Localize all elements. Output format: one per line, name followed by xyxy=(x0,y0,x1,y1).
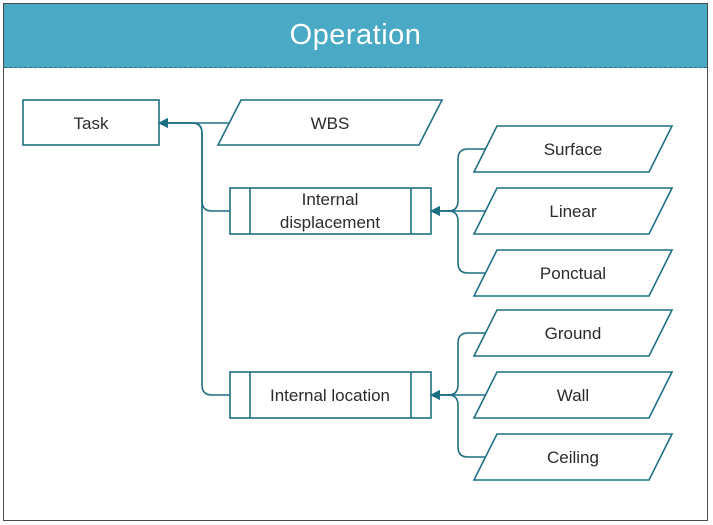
internal-location-label: Internal location xyxy=(270,386,390,405)
ceiling-label: Ceiling xyxy=(547,448,599,467)
ground-shape xyxy=(472,309,674,357)
wall-shape xyxy=(472,371,674,419)
wbs-label: WBS xyxy=(311,114,350,133)
ponctual-shape xyxy=(472,249,674,297)
linear-label: Linear xyxy=(549,202,597,221)
linear-shape xyxy=(472,187,674,235)
connector-displacement-task xyxy=(158,118,230,212)
ponctual-label: Ponctual xyxy=(540,264,606,283)
internal-displacement-box xyxy=(229,187,432,235)
page-title: Operation xyxy=(289,19,422,51)
ground-label: Ground xyxy=(545,324,602,343)
task-label: Task xyxy=(74,114,109,133)
task-box xyxy=(22,99,160,146)
connector-ponctual-displacement xyxy=(430,206,488,274)
connector-surface-displacement xyxy=(430,148,488,216)
wall-label: Wall xyxy=(557,386,589,405)
wbs-shape xyxy=(216,99,444,146)
surface-shape xyxy=(472,125,674,173)
ceiling-shape xyxy=(472,433,674,481)
connector-location-task xyxy=(158,118,230,396)
internal-displacement-label-line1: Internal xyxy=(302,190,359,209)
surface-label: Surface xyxy=(544,140,603,159)
connector-ground-location xyxy=(430,332,488,400)
header-bar: Operation xyxy=(4,4,707,68)
internal-location-box xyxy=(229,371,432,419)
connector-ceiling-location xyxy=(430,390,488,458)
internal-displacement-label-line2: displacement xyxy=(280,213,380,232)
